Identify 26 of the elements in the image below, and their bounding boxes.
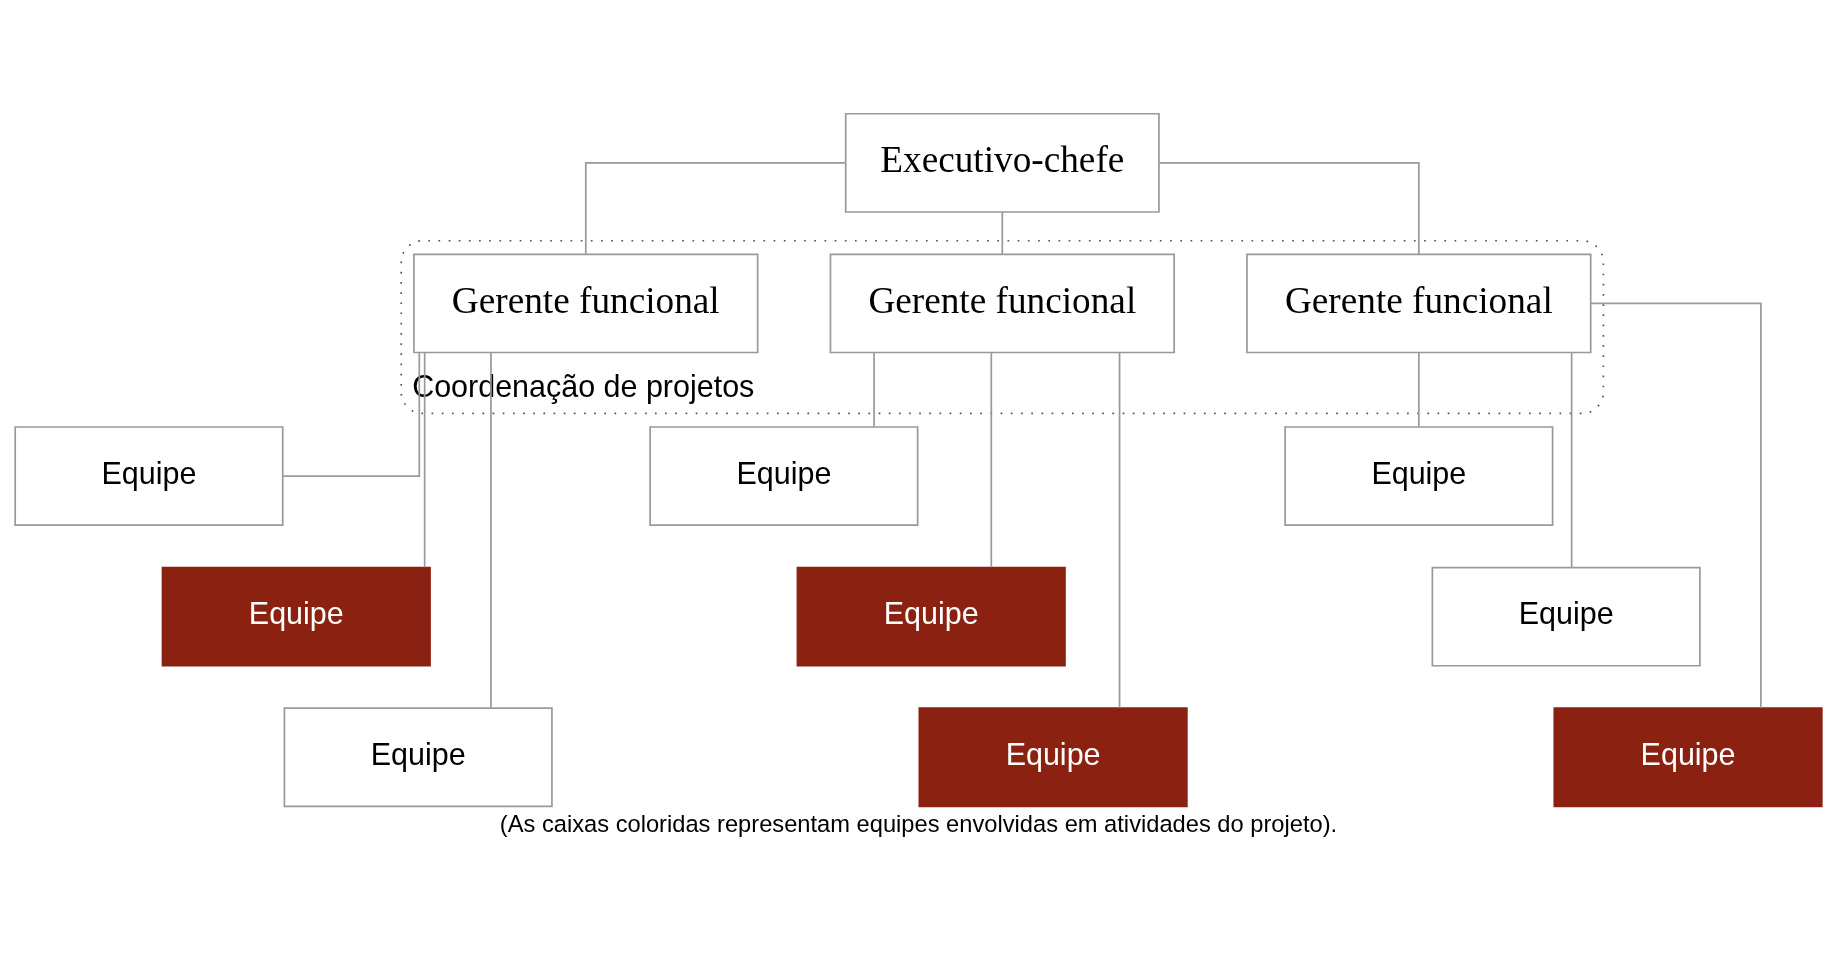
connector [1118, 352, 1121, 709]
node-box: Gerente funcional [1246, 253, 1592, 354]
connector [1158, 162, 1420, 256]
node-box: Equipe [161, 566, 431, 667]
node-box: Equipe [1431, 566, 1701, 667]
node-box: Equipe [1284, 426, 1554, 527]
connector [490, 352, 492, 709]
node-box: Equipe [1553, 707, 1823, 808]
node-box: Equipe [283, 707, 553, 808]
node-box: Executivo-chefe [844, 112, 1160, 213]
connector [423, 352, 426, 569]
node-box: Gerente funcional [829, 253, 1175, 354]
connector [990, 352, 993, 569]
node-box: Equipe [649, 426, 919, 527]
connector [1570, 352, 1573, 569]
connector [1418, 352, 1420, 428]
connector [873, 352, 875, 428]
node-box: Gerente funcional [413, 253, 759, 354]
connector [1590, 302, 1762, 709]
node-box: Equipe [796, 566, 1066, 667]
node-box: Equipe [14, 426, 284, 527]
connector [1001, 211, 1004, 255]
node-box: Equipe [918, 707, 1188, 808]
caption: (As caixas coloridas representam equipes envolvidas em atividades do projeto). [499, 811, 1338, 838]
connector [584, 162, 847, 256]
connector [282, 352, 421, 477]
